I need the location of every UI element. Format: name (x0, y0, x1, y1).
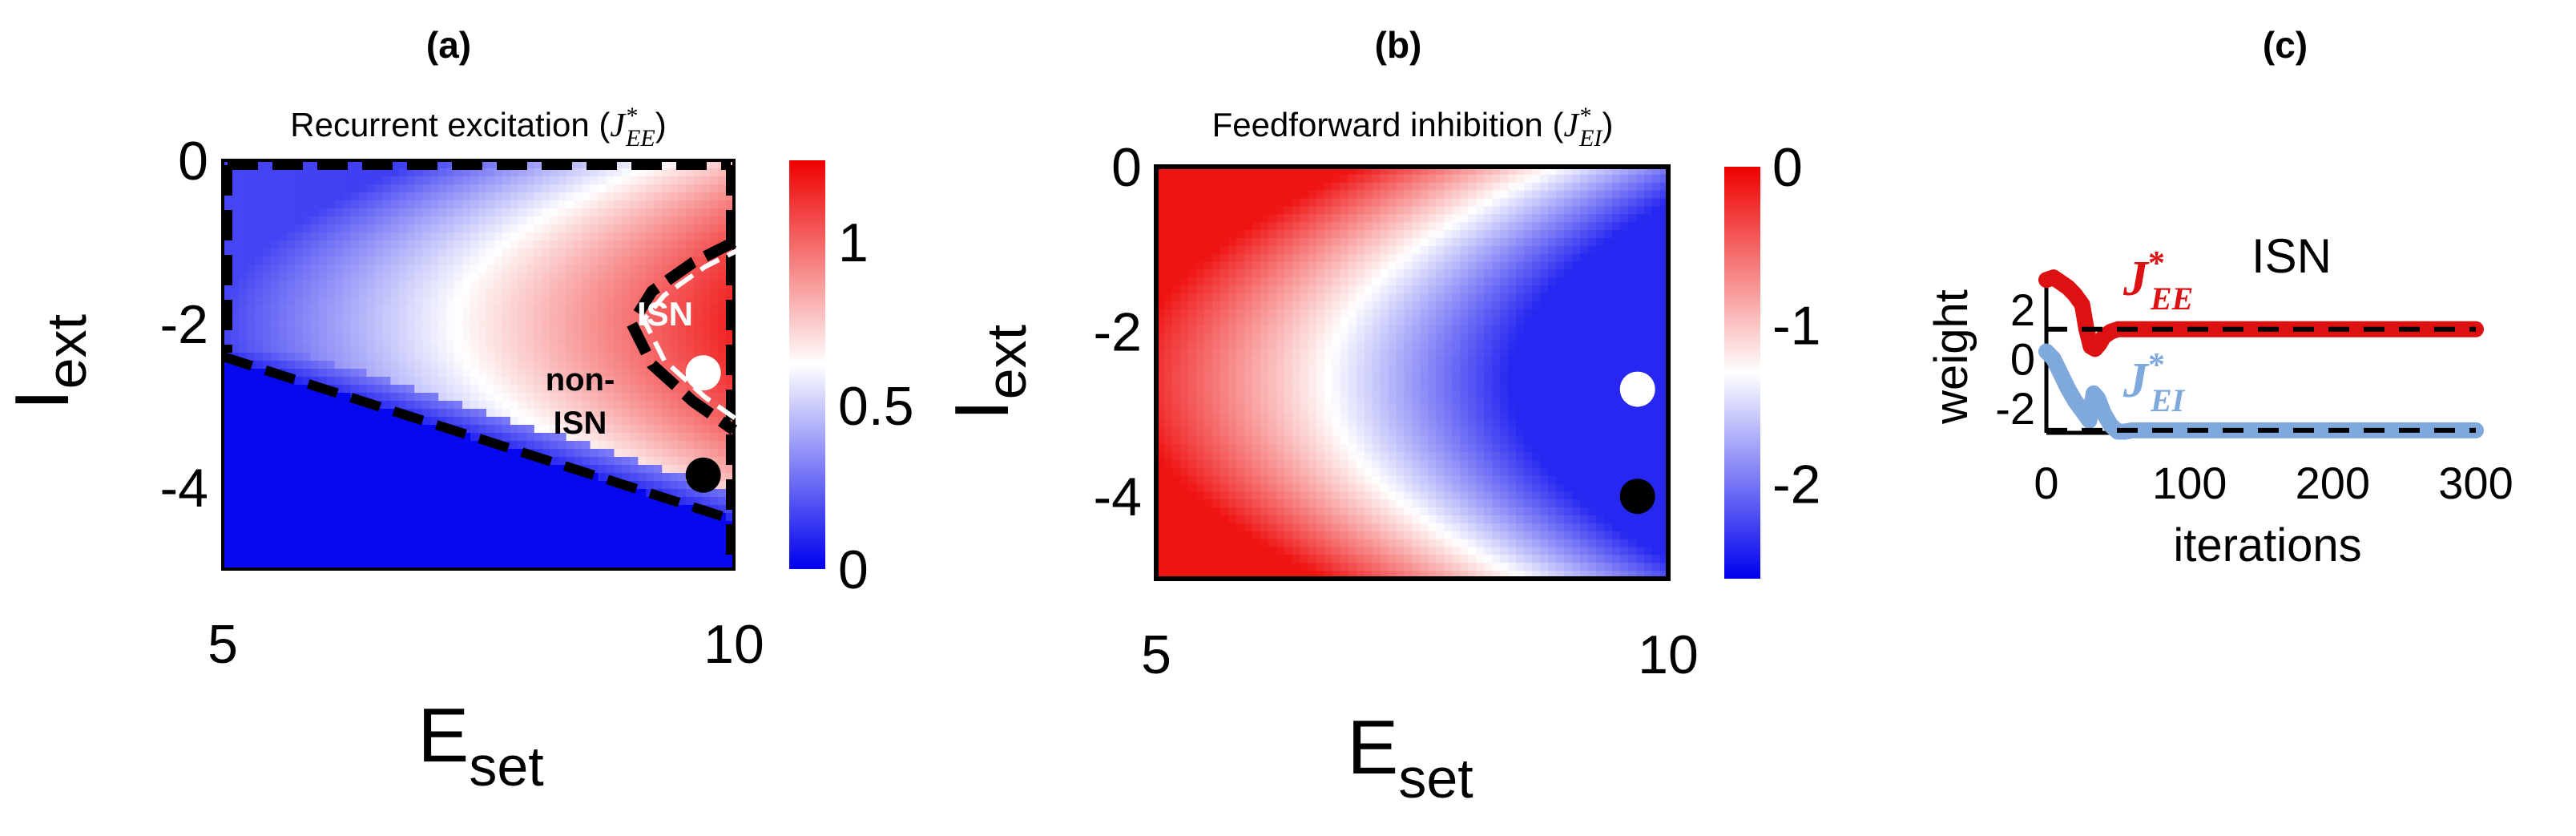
colorbar-ticks-b: 0 -1 -2 (1772, 137, 1820, 515)
panel-c-x-tick-label: 0 (2034, 458, 2058, 508)
panel-b-colorbar-tick-label: -2 (1772, 454, 1820, 515)
series-label-jee: J*EE (2122, 245, 2193, 317)
panel-b-colorbar-tick-label: 0 (1772, 137, 1803, 198)
panel-a-marker-white (685, 355, 721, 391)
axes-c (2044, 273, 2476, 435)
panel-a-title: Recurrent excitation (J*EE) (290, 103, 666, 151)
x-axis-label-b: Eset (1347, 705, 1473, 810)
heatmap-b (1156, 167, 1668, 579)
panel-c-y-tick-label: 0 (2010, 334, 2035, 385)
panel-b-y-tick-label: -2 (1094, 302, 1142, 363)
isn-boundary (625, 236, 738, 435)
heatmap-a (223, 160, 734, 569)
panel-c-label: (c) (2263, 24, 2308, 66)
y-axis-label-a: Iext (0, 314, 98, 410)
panel-a-y-tick-label: -2 (160, 294, 208, 355)
panel-a-x-tick-label: 10 (703, 614, 764, 675)
panel-c-x-tick-label: 300 (2438, 458, 2513, 508)
y-ticks-b: 0 -2 -4 (1094, 137, 1142, 527)
panel-a-y-tick-label: 0 (178, 131, 208, 192)
axes-frame-b (1154, 164, 1671, 581)
region-non-isn-label-2: ISN (554, 406, 607, 441)
panel-b-label: (b) (1375, 24, 1422, 66)
colorbar-ticks-a: 00.51 (838, 212, 914, 600)
series-line-jei (2038, 343, 2484, 440)
panel-c-y-tick-label: -2 (1995, 383, 2035, 434)
colorbar-a (789, 160, 825, 569)
x-ticks-b: 5 10 (1141, 624, 1699, 685)
y-axis-label-b: Iext (939, 325, 1038, 421)
series-label-jei: J*EI (2122, 347, 2186, 418)
panel-c-x-tick-label: 200 (2296, 458, 2370, 508)
y-ticks-c: 20-2 (1995, 285, 2035, 434)
panel-b-y-tick-label: 0 (1111, 137, 1142, 198)
dashed-border-a (223, 160, 736, 561)
panel-b-title: Feedforward inhibition (J*EI) (1212, 103, 1614, 151)
colorbar-b (1724, 167, 1760, 579)
region-non-isn-label-1: non- (546, 362, 615, 398)
panel-b: (b) Feedforward inhibition (J*EI) 0-2-4 … (939, 24, 1820, 810)
panel-a-colorbar-tick-label: 1 (838, 212, 869, 273)
panel-b-x-tick-label: 10 (1638, 624, 1699, 685)
panel-c-title: ISN (2251, 229, 2332, 283)
panel-b-x-tick-label: 5 (1141, 624, 1171, 685)
panel-a-colorbar-tick-label: 0 (838, 539, 869, 600)
panel-b-y-tick-label: -4 (1094, 466, 1142, 527)
panel-b-marker-black (1619, 479, 1655, 515)
panel-a-colorbar-tick-label: 0.5 (838, 376, 914, 437)
panel-c-x-tick-label: 100 (2152, 458, 2227, 508)
isn-boundary-inner (641, 244, 748, 428)
panel-a-y-tick-label: -4 (160, 458, 208, 519)
y-axis-label-c: weight (1925, 289, 1977, 425)
x-ticks-c: 0 100 200 300 (2034, 458, 2513, 508)
panel-a: (a) Recurrent excitation (J*EE) ISN non-… (0, 24, 914, 798)
series-line-jee (2038, 269, 2484, 357)
panel-a-label: (a) (426, 24, 471, 66)
y-ticks-a: 0 -2 -4 (160, 131, 208, 519)
x-axis-label-c: iterations (2173, 519, 2361, 571)
panel-b-colorbar-tick-label: -1 (1772, 296, 1820, 357)
panel-b-marker-white (1619, 371, 1655, 407)
panel-c-y-tick-label: 2 (2010, 285, 2035, 335)
x-ticks-a: 5 10 (208, 614, 764, 675)
region-isn-label: ISN (637, 295, 693, 333)
panel-a-marker-black (685, 457, 721, 493)
x-axis-label-a: Eset (417, 693, 543, 798)
panel-a-x-tick-label: 5 (208, 614, 238, 675)
